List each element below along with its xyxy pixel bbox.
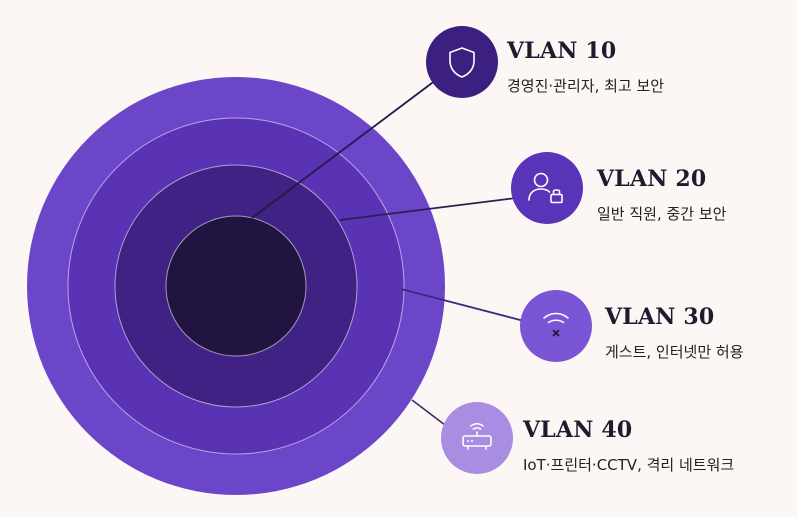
connector-vlan-40 xyxy=(411,399,446,426)
vlan-30-description: 게스트, 인터넷만 허용 xyxy=(605,343,744,361)
router-leds xyxy=(467,440,473,442)
router-icon xyxy=(462,422,492,450)
connector-vlan-30 xyxy=(400,288,525,322)
shield-icon xyxy=(449,47,475,78)
vlan-40-title: VLAN 40 xyxy=(523,417,633,443)
vlan-20-title: VLAN 20 xyxy=(597,166,707,192)
user-lock-icon xyxy=(528,172,563,204)
vlan-10-title: VLAN 10 xyxy=(507,38,617,64)
badge-vlan-40 xyxy=(441,402,513,474)
badge-vlan-30 xyxy=(520,290,592,362)
wifi-off-icon xyxy=(543,312,569,324)
vlan-30-title: VLAN 30 xyxy=(605,304,715,330)
x-mark-icon xyxy=(552,329,560,337)
vlan-40-description: IoT·프린터·CCTV, 격리 네트워크 xyxy=(523,456,735,474)
vlan-10-description: 경영진·관리자, 최고 보안 xyxy=(507,77,665,95)
badge-vlan-10 xyxy=(426,26,498,98)
vlan-20-description: 일반 직원, 중간 보안 xyxy=(597,205,727,223)
ring-vlan-10 xyxy=(165,215,307,357)
connector-vlan-10 xyxy=(251,79,437,219)
connector-vlan-20 xyxy=(339,197,517,221)
badge-vlan-20 xyxy=(511,152,583,224)
